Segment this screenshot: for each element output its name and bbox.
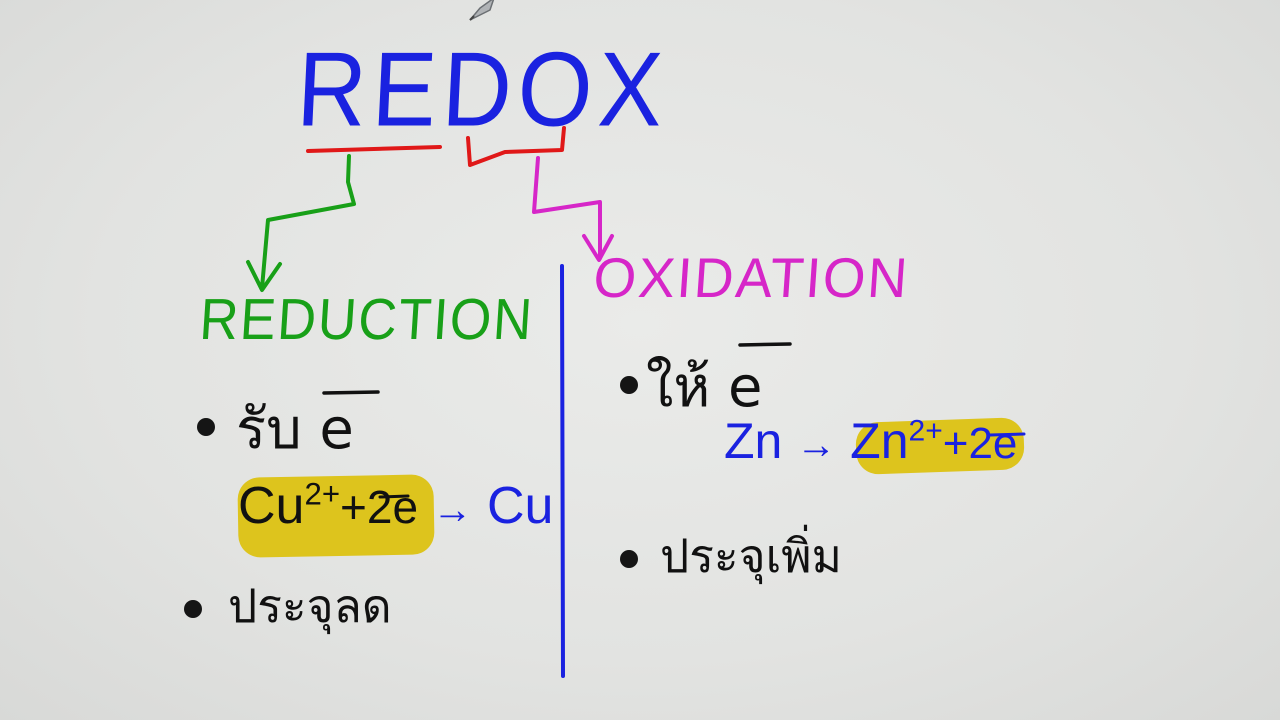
bullet-dot [620, 550, 638, 568]
reduction-heading: REDUCTION [197, 287, 536, 352]
oxidation-bracket [466, 126, 566, 167]
pen-cursor-icon [469, 0, 495, 21]
electron-bar [322, 390, 380, 395]
reduction-eq-electrons: +2e [340, 481, 419, 533]
reduction-arrow [260, 154, 356, 290]
bullet-dot [184, 600, 202, 618]
electron-bar [738, 342, 792, 347]
oxidation-eq-reactant: Zn [724, 413, 783, 469]
oxidation-eq-arrow: → [796, 423, 837, 467]
oxidation-eq-charge: 2+ [908, 414, 943, 448]
bullet-dot [197, 418, 215, 436]
reduction-bullet-gain-electrons: รับ e [236, 397, 354, 462]
title-redox: REDOX [294, 31, 672, 149]
center-divider [560, 264, 565, 678]
reduction-arrowhead [246, 260, 282, 292]
electron-bar [378, 494, 410, 499]
reduction-eq-product: Cu [486, 477, 554, 535]
oxidation-eq-electrons: +2e [942, 419, 1018, 468]
oxidation-eq-ion: Zn [850, 413, 909, 469]
oxidation-equation: Zn → Zn2++2e [724, 412, 1017, 470]
reduction-eq-ion: Cu [238, 477, 305, 535]
oxidation-arrow [532, 156, 602, 260]
oxidation-arrowhead [582, 234, 614, 262]
reduction-bracket [306, 145, 442, 153]
reduction-bullet-charge-decreases: ประจุลด [228, 579, 392, 633]
reduction-eq-arrow: → [432, 488, 473, 532]
oxidation-bullet-charge-increases: ประจุเพิ่ม [660, 529, 842, 583]
bullet-dot [620, 376, 638, 394]
oxidation-bullet-lose-electrons: ให้ e [646, 355, 763, 420]
oxidation-heading: OXIDATION [591, 246, 912, 309]
reduction-equation: Cu2++2e → Cu [238, 476, 553, 536]
electron-bar [988, 432, 1026, 437]
reduction-eq-charge: 2+ [304, 476, 341, 512]
